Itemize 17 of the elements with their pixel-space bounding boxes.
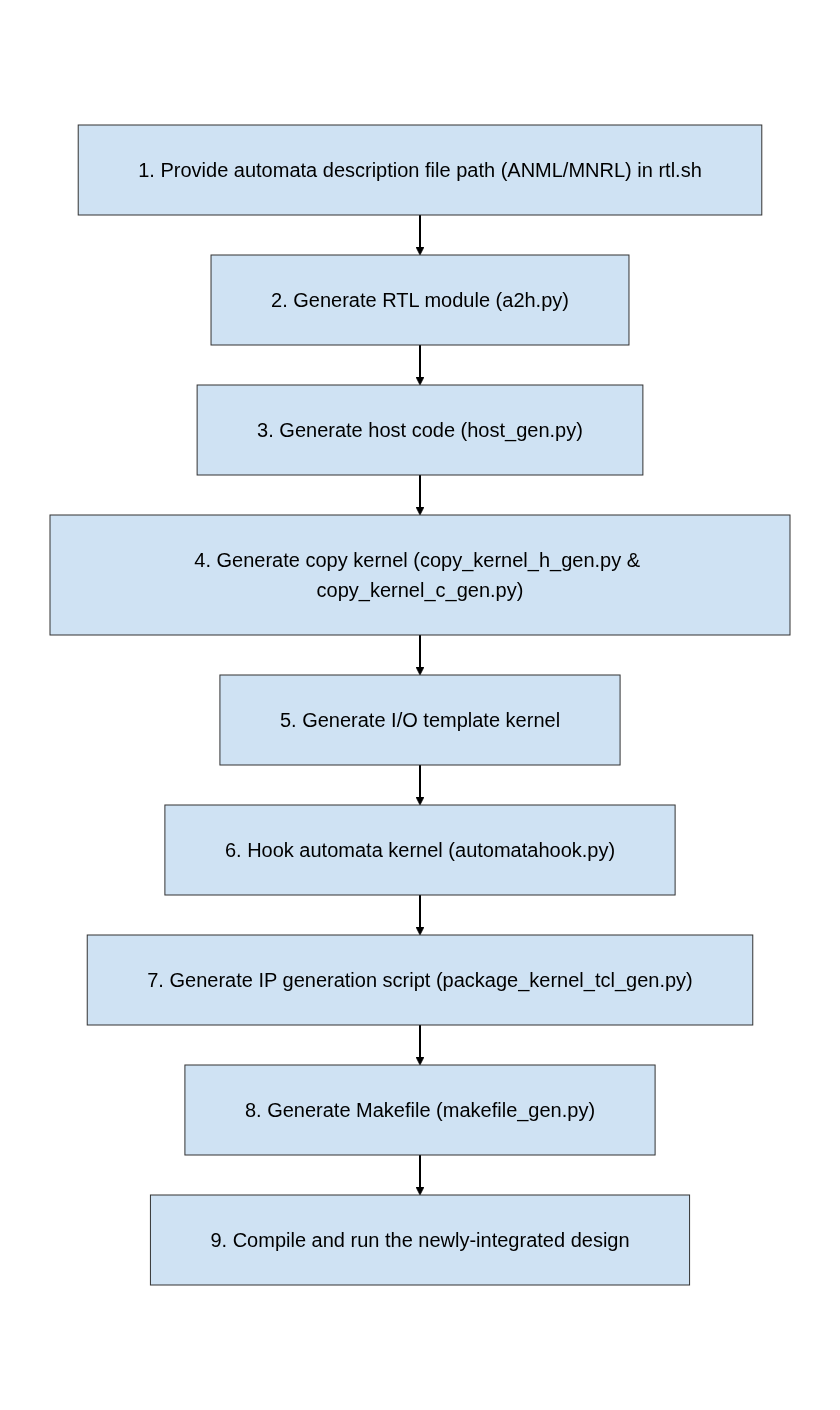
node-box: 4. Generate copy kernel (copy_kernel_h_gen.py & copy_kernel_c_gen.py) — [49, 514, 791, 636]
arrow — [415, 634, 425, 676]
node-box: 6. Hook automata kernel (automatahook.py) — [164, 804, 676, 896]
node-box: 1. Provide automata description file path (ANML/MNRL) in rtl.sh — [77, 124, 763, 216]
arrow — [415, 1154, 425, 1196]
node-box: 3. Generate host code (host_gen.py) — [196, 384, 644, 476]
arrow — [415, 214, 425, 256]
node-box: 5. Generate I/O template kernel — [219, 674, 621, 766]
arrow — [415, 894, 425, 936]
arrow — [415, 1024, 425, 1066]
node-box: 2. Generate RTL module (a2h.py) — [210, 254, 630, 346]
node-box: 8. Generate Makefile (makefile_gen.py) — [184, 1064, 656, 1156]
arrow — [415, 344, 425, 386]
node-box: 9. Compile and run the newly-integrated design — [149, 1194, 691, 1286]
node-box: 7. Generate IP generation script (package_kernel_tcl_gen.py) — [86, 934, 754, 1026]
arrow — [415, 474, 425, 516]
arrow — [415, 764, 425, 806]
